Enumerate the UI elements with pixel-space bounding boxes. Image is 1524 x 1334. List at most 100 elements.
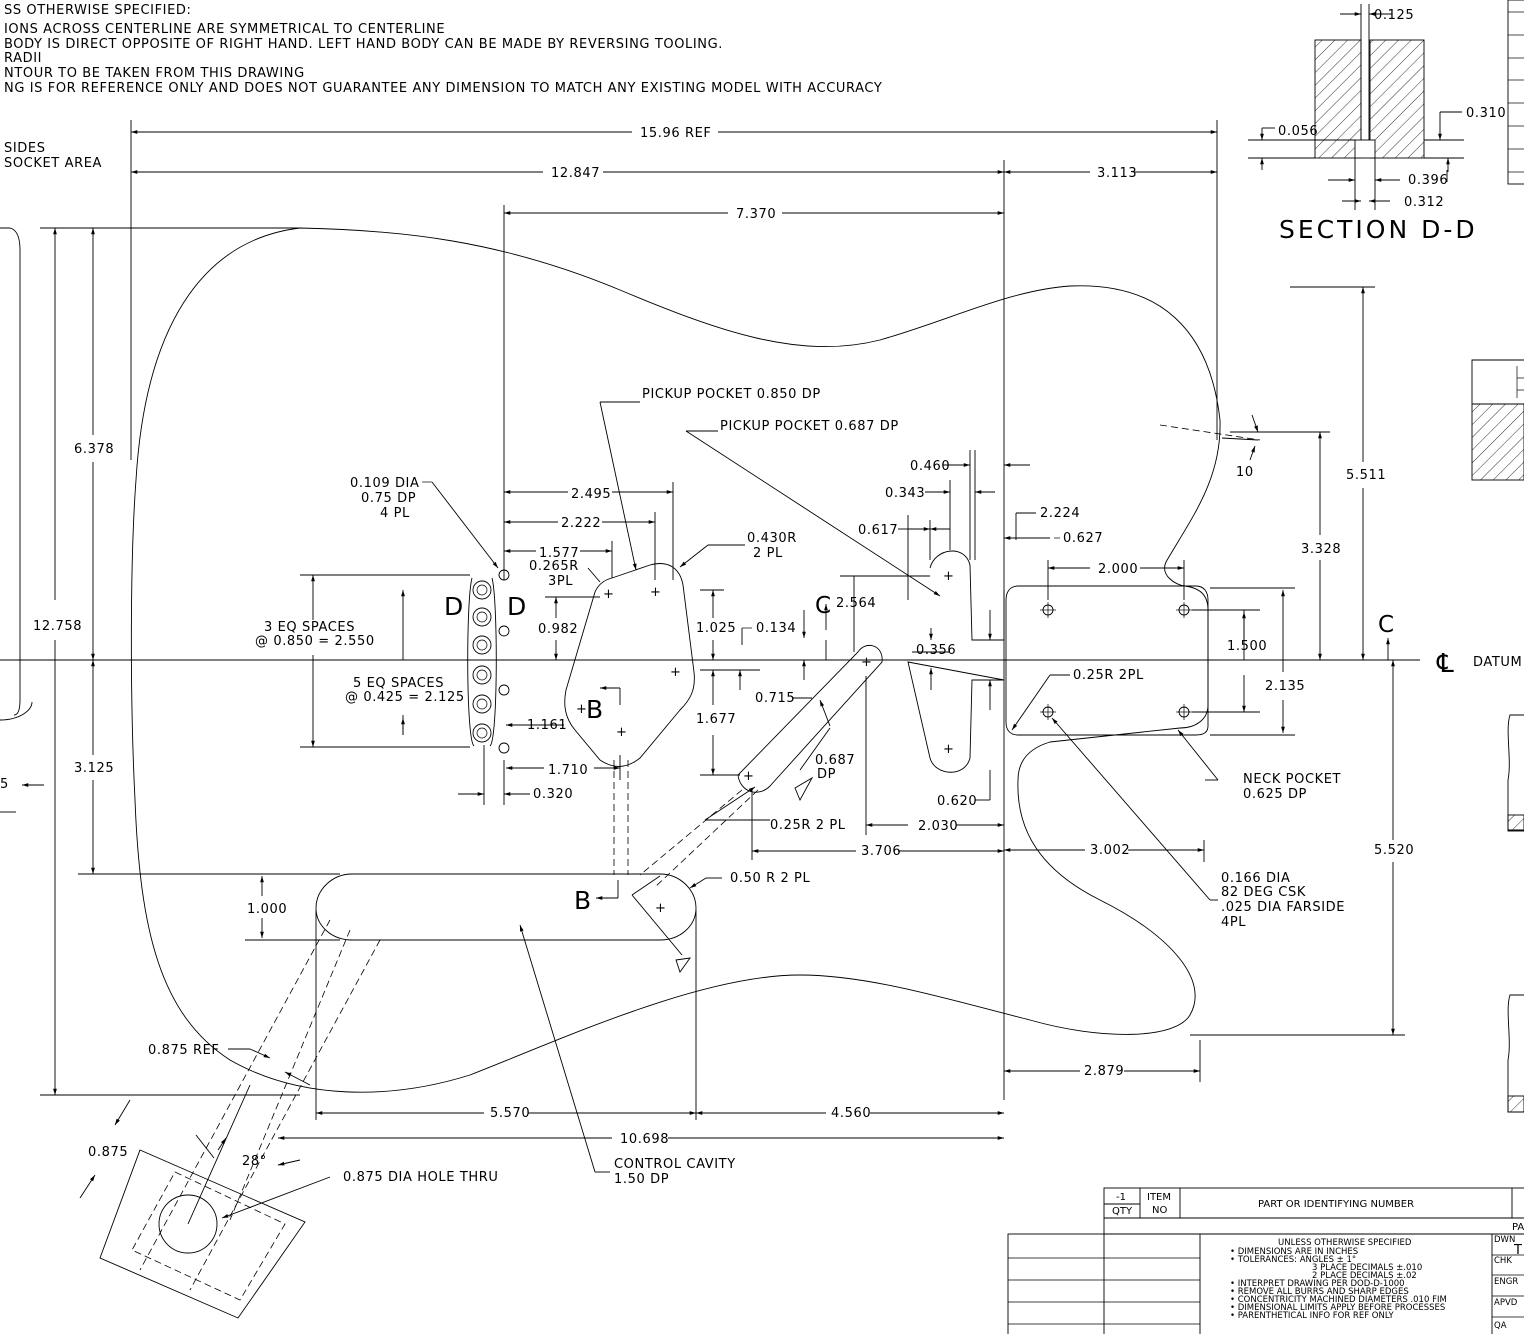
pickup-slot-pocket [737, 644, 883, 793]
neck-pocket-label: NECK POCKET [1243, 772, 1341, 787]
dim-2030: 2.030 [918, 819, 958, 834]
dim-0620: 0.620 [937, 794, 977, 809]
dim-0875-ref: 0.875 REF [148, 1043, 219, 1058]
dim-2224: 2.224 [1040, 506, 1080, 521]
dim-5570: 5.570 [490, 1106, 530, 1121]
section-c-left: C [815, 593, 834, 619]
dim-0320: 0.320 [533, 787, 573, 802]
dim-1025: 1.025 [696, 621, 736, 636]
csk-label-1: 0.166 DIA [1221, 871, 1291, 886]
dim-12847: 12.847 [551, 166, 600, 181]
dim-0617: 0.617 [858, 523, 898, 538]
csk-label-3: .025 DIA FARSIDE [1221, 900, 1345, 915]
dim-1161: 1.161 [527, 718, 567, 733]
sec-dim-0396: 0.396 [1408, 173, 1448, 188]
jack-detail-outline [99, 1149, 306, 1319]
dim-10698: 10.698 [620, 1132, 669, 1147]
tb-qty: QTY [1112, 1206, 1133, 1217]
body-outline [130, 227, 1221, 1093]
control-cavity-label: CONTROL CAVITY [614, 1157, 736, 1172]
neck-pocket-depth: 0.625 DP [1243, 787, 1307, 802]
dim-3002: 3.002 [1090, 843, 1130, 858]
dim-1677: 1.677 [696, 712, 736, 727]
side-note: SOCKET AREA [4, 156, 102, 171]
dim-5511: 5.511 [1346, 468, 1386, 483]
partial-contour [0, 227, 33, 721]
sec-dim-0312: 0.312 [1404, 195, 1444, 210]
neck-pocket [1005, 585, 1209, 736]
svg-text:+: + [650, 585, 662, 600]
csk-label-4: 4PL [1221, 915, 1246, 930]
eq5-label: 5 EQ SPACES [353, 676, 444, 691]
bridge-pickup-pocket [564, 563, 695, 767]
note-line: IONS ACROSS CENTERLINE ARE SYMMETRICAL T… [4, 22, 445, 37]
eq3-label: 3 EQ SPACES [264, 620, 355, 635]
section-title: SECTION D-D [1279, 215, 1478, 244]
tb-item-no: NO [1152, 1205, 1167, 1216]
r0265-label: 0.265R [529, 559, 579, 574]
note-line: RADII [4, 51, 42, 66]
control-cavity-depth: 1.50 DP [614, 1172, 669, 1187]
dim-2000: 2.000 [1098, 562, 1138, 577]
dim-0460: 0.460 [910, 459, 950, 474]
dim-0982: 0.982 [538, 622, 578, 637]
dim-0627: 0.627 [1063, 531, 1103, 546]
dim-4560: 4.560 [831, 1106, 871, 1121]
dim-1500: 1.500 [1227, 639, 1267, 654]
tb-pa: PA [1512, 1222, 1524, 1233]
section-c-right: C [1378, 612, 1397, 638]
tb-spec: • CONCENTRICITY MACHINED DIAMETERS .010 … [1230, 1295, 1447, 1305]
hole-dia-label: 0.109 DIA [350, 476, 420, 491]
plus: + [603, 587, 615, 602]
section-b-upper: B [586, 695, 604, 724]
note-line: NTOUR TO BE TAKEN FROM THIS DRAWING [4, 66, 305, 81]
dim-2564: 2.564 [836, 596, 876, 611]
tb-role: CHK [1494, 1256, 1512, 1266]
tb-role: QA [1494, 1321, 1507, 1331]
r025-2pl: 0.25R 2PL [1073, 668, 1144, 683]
dim-overall: 15.96 REF [640, 126, 711, 141]
top-dimensions: 15.96 REF 12.847 3.113 7.370 [130, 126, 1217, 580]
dim-6378: 6.378 [74, 442, 114, 457]
tb-item: ITEM [1147, 1192, 1171, 1203]
svg-text:+: + [576, 702, 588, 717]
dim-28: 28° [242, 1154, 267, 1169]
sec-dim-0125: 0.125 [1374, 8, 1414, 23]
svg-text:+: + [655, 901, 667, 916]
pickup-pocket-1-label: PICKUP POCKET 0.850 DP [642, 387, 821, 402]
datum-label: DATUM [1473, 655, 1522, 670]
dim-5520: 5.520 [1374, 843, 1414, 858]
tb-spec: • INTERPRET DRAWING PER DOD-D-1000 [1230, 1279, 1405, 1289]
sec-dim-0056: 0.056 [1278, 124, 1318, 139]
eq3-value: @ 0.850 = 2.550 [255, 634, 375, 649]
tb-role: ENGR [1494, 1277, 1518, 1287]
dim-2222: 2.222 [561, 516, 601, 531]
svg-text:+: + [943, 569, 955, 584]
tb-spec: • DIMENSIONS ARE IN INCHES [1230, 1247, 1358, 1257]
r050-label: 0.50 R 2 PL [730, 871, 810, 886]
section-d-right: D [507, 592, 529, 621]
tb-spec: • REMOVE ALL BURRS AND SHARP EDGES [1230, 1287, 1409, 1297]
pickup-pocket-2-label: PICKUP POCKET 0.687 DP [720, 419, 899, 434]
hole-dp-label: 0.75 DP [361, 491, 416, 506]
dim-0687-dp: DP [817, 767, 836, 782]
dim-3113: 3.113 [1097, 166, 1137, 181]
control-cavity [315, 873, 697, 941]
r0265-pl: 3PL [548, 574, 573, 589]
dim-10: 10 [1236, 465, 1254, 480]
tb-spec: • DIMENSIONAL LIMITS APPLY BEFORE PROCES… [1230, 1303, 1445, 1313]
dim-0687: 0.687 [815, 753, 855, 768]
dim-0715: 0.715 [755, 691, 795, 706]
dim-5: 5 [0, 777, 9, 792]
dim-3706: 3.706 [861, 844, 901, 859]
dim-0875: 0.875 [88, 1145, 128, 1160]
left-dimensions: 12.758 6.378 3.125 5 [0, 227, 340, 1096]
eq5-value: @ 0.425 = 2.125 [345, 690, 465, 705]
dim-2135: 2.135 [1265, 679, 1305, 694]
tb-spec: 2 PLACE DECIMALS ±.02 [1312, 1271, 1417, 1281]
r0430-pl: 2 PL [753, 546, 783, 561]
hole-thru-label: 0.875 DIA HOLE THRU [343, 1170, 498, 1185]
tb-role: APVD [1494, 1298, 1518, 1308]
dim-2879: 2.879 [1084, 1064, 1124, 1079]
